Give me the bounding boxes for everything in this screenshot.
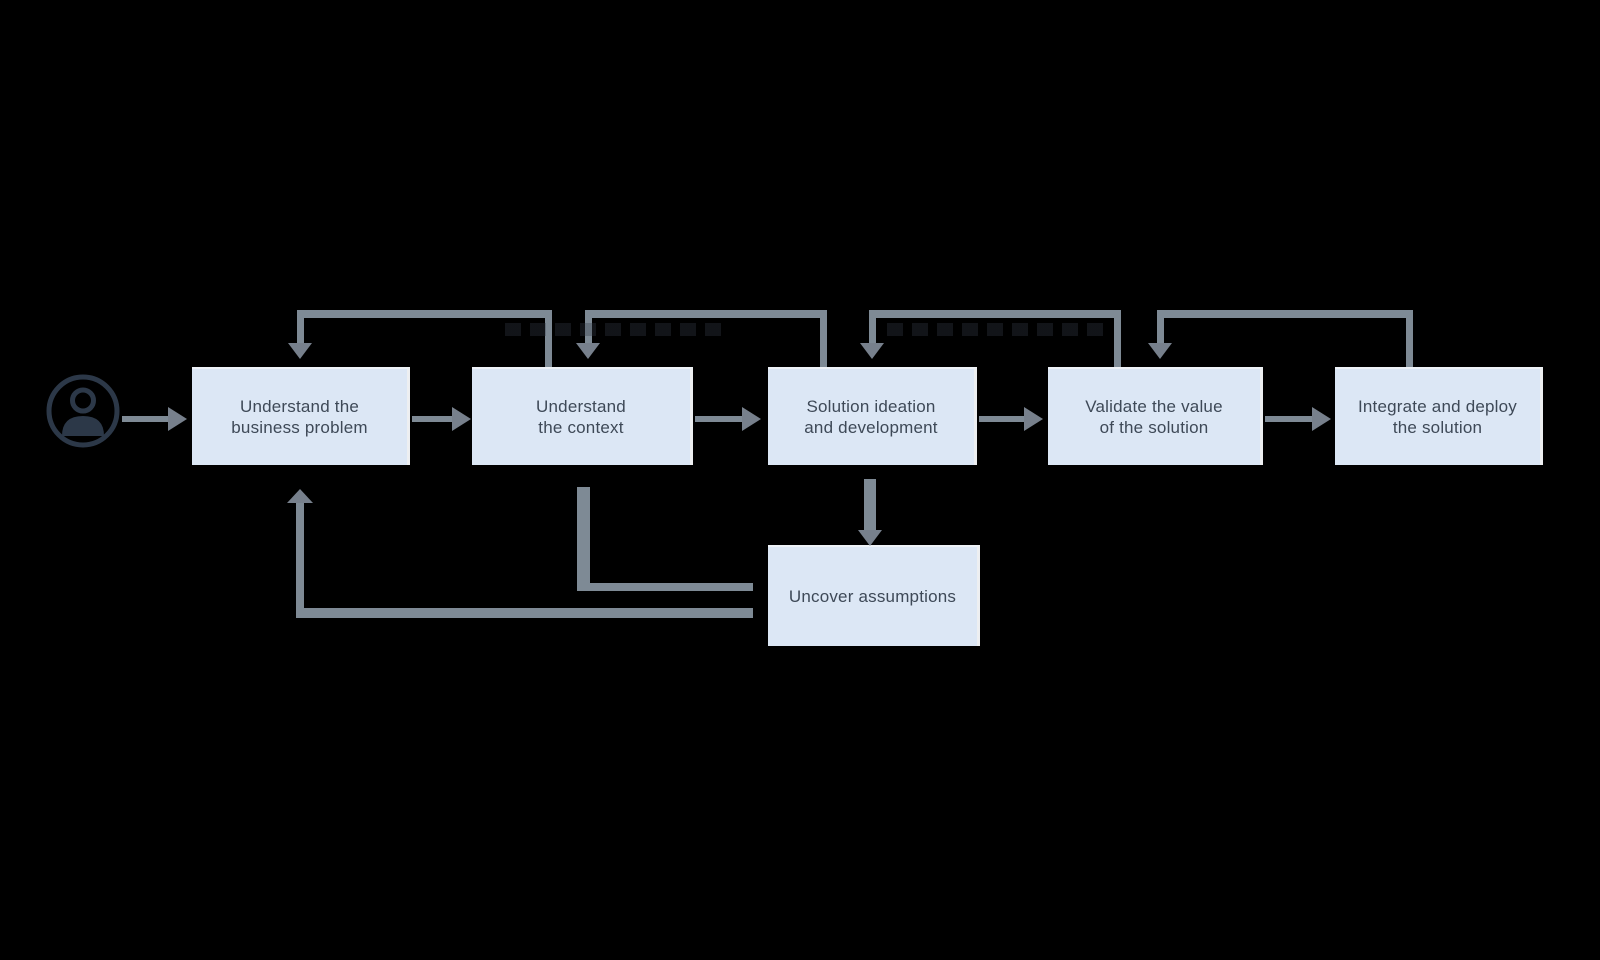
arrowhead-down-icon	[860, 343, 884, 359]
connector-node2-to-node3	[695, 416, 744, 422]
feedback-loop-node3-to-node2	[585, 310, 827, 318]
feedback-loop-node2-to-node1	[297, 318, 304, 344]
flow-node-uncover-assumptions: Uncover assumptions	[768, 545, 980, 646]
connector-start-to-node1	[122, 416, 170, 422]
feedback-loop-node4-to-node3	[1114, 318, 1121, 367]
arrowhead-up-icon	[287, 489, 313, 503]
arrowhead-down-icon	[288, 343, 312, 359]
feedback-loop-node2-to-node1	[545, 318, 552, 367]
faint-watermark-artifact	[887, 323, 1103, 336]
flow-node-solution-ideation: Solution ideation and development	[768, 367, 977, 465]
flow-node-integrate-deploy: Integrate and deploy the solution	[1335, 367, 1543, 465]
feedback-loop-node3-to-node2	[820, 318, 827, 367]
arrowhead-right-icon	[1312, 407, 1331, 431]
feedback-loop-node2-to-node1	[297, 310, 552, 318]
connector-node4-to-node5	[1265, 416, 1314, 422]
feedback-loop-node4-to-node3	[869, 318, 876, 344]
arrowhead-down-icon	[858, 530, 882, 546]
connector-node1-to-node2	[412, 416, 454, 422]
flow-node-understand-context: Understand the context	[472, 367, 693, 465]
user-in-circle-icon	[42, 370, 124, 452]
connector-uncover-to-node2	[577, 583, 753, 591]
feedback-loop-node4-to-node3	[869, 310, 1121, 318]
feedback-loop-node5-to-node4	[1157, 318, 1164, 344]
arrowhead-down-icon	[576, 343, 600, 359]
flow-node-validate-value: Validate the value of the solution	[1048, 367, 1263, 465]
feedback-loop-node5-to-node4	[1406, 318, 1413, 367]
connector-node3-to-node4	[979, 416, 1026, 422]
faint-watermark-artifact	[505, 323, 730, 336]
arrowhead-right-icon	[168, 407, 187, 431]
connector-uncover-to-node1	[296, 608, 753, 618]
feedback-loop-node5-to-node4	[1157, 310, 1413, 318]
arrowhead-right-icon	[1024, 407, 1043, 431]
arrowhead-right-icon	[742, 407, 761, 431]
arrowhead-right-icon	[452, 407, 471, 431]
connector-uncover-to-node1	[296, 503, 304, 618]
connector-uncover-to-node2	[577, 487, 590, 591]
connector-node3-to-uncover	[864, 479, 876, 531]
flow-node-understand-business-problem: Understand the business problem	[192, 367, 410, 465]
feedback-loop-node3-to-node2	[585, 318, 592, 344]
arrowhead-down-icon	[1148, 343, 1172, 359]
